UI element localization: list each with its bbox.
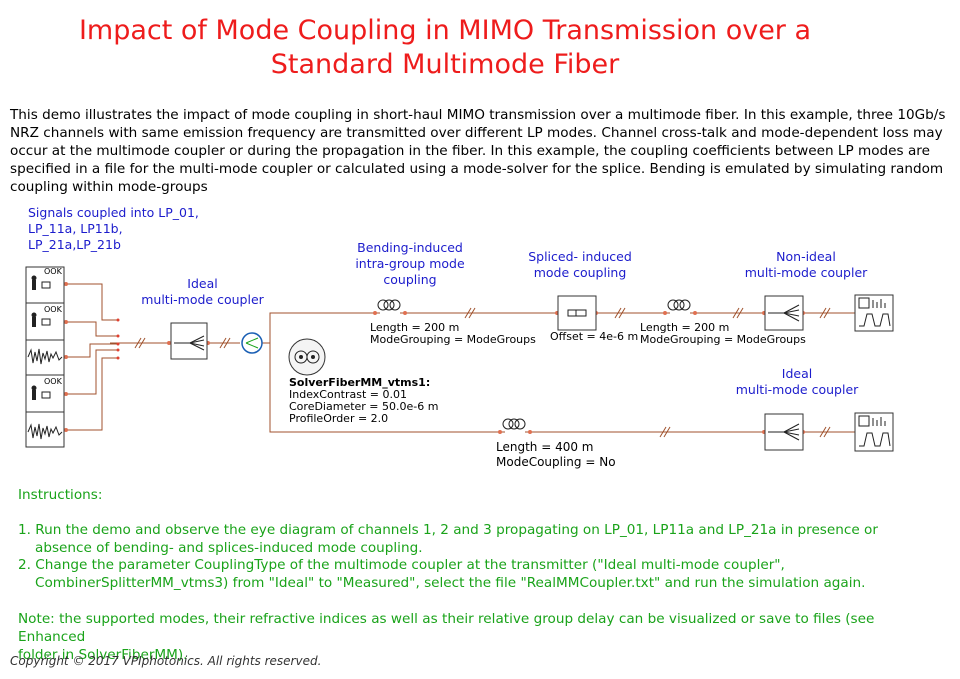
copyright-notice: Copyright © 2017 VPIphotonics. All right… [10,654,322,668]
ideal-coupler-rx[interactable] [764,413,804,451]
signals-label: Signals coupled into LP_01, LP_11a, LP11… [28,205,199,252]
instructions-heading: Instructions: [18,487,103,503]
tx-wires [66,283,855,433]
eye-analyzer-bottom[interactable] [854,412,894,452]
noise-source-icon [27,348,63,440]
transmitter-stack[interactable] [25,266,65,448]
instruction-step-1: 1. Run the demo and observe the eye diag… [18,522,878,556]
page-title: Impact of Mode Coupling in MIMO Transmis… [78,15,812,80]
fiber-3-icon[interactable] [502,418,526,430]
fiber-1-icon[interactable] [377,299,401,311]
combiner-input-dots [116,318,120,360]
description-text: This demo illustrates the impact of mode… [10,107,946,195]
ideal-coupler-tx-label: Ideal multi-mode coupler [141,276,264,307]
solver-params: SolverFiberMM_vtms1: IndexContrast = 0.0… [289,376,439,425]
eye-analyzer-top[interactable] [854,294,894,332]
instruction-step-2: 2. Change the parameter CouplingType of … [18,557,866,591]
splice-block[interactable] [557,295,597,331]
nonideal-coupler[interactable] [764,295,804,331]
splice-params: Offset = 4e-6 m [550,330,639,343]
ideal-coupler-rx-label: Ideal multi-mode coupler [735,366,859,397]
ook-tag: OOK [44,267,62,276]
instruction-note: Note: the supported modes, their refract… [18,611,875,663]
spliced-label: Spliced- induced mode coupling [528,249,632,280]
fiber-2-icon[interactable] [667,299,691,311]
ook-tag: OOK [44,305,62,314]
bus-break-marks [134,307,831,438]
ook-tag: OOK [44,377,62,386]
ook-transmitter-icon [31,275,51,400]
mode-mux-node[interactable] [241,332,263,354]
fiber2-params: Length = 200 m ModeGrouping = ModeGroups [640,321,806,346]
nonideal-coupler-label: Non-ideal multi-mode coupler [744,249,868,280]
ideal-coupler-tx[interactable] [170,322,208,360]
bending-label: Bending-induced intra-group mode couplin… [355,240,465,287]
mode-solver-icon[interactable] [288,338,326,376]
fiber1-params: Length = 200 m ModeGrouping = ModeGroups [370,321,536,346]
fiber3-params: Length = 400 m ModeCoupling = No [496,440,616,469]
